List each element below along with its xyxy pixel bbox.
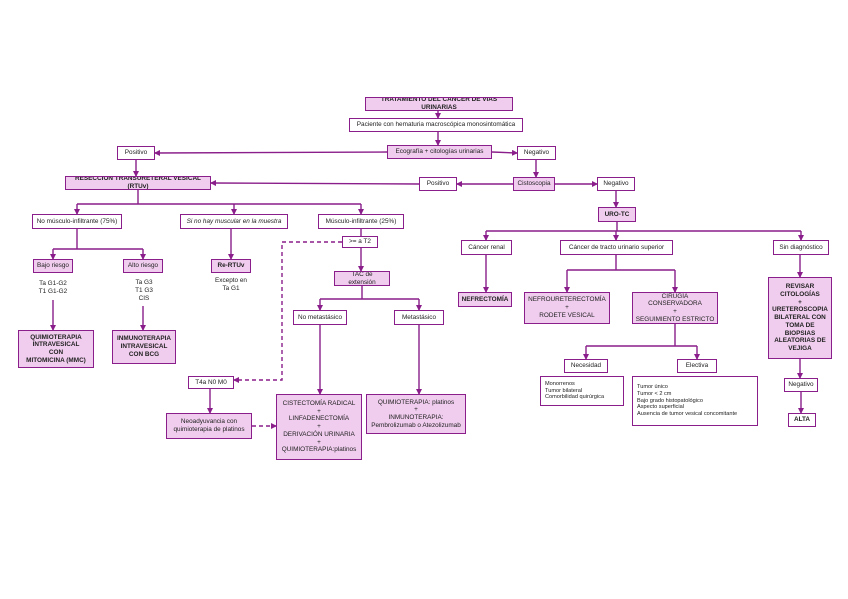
non-metastatic-node: No metastásico [293, 310, 347, 325]
re-rtuv-detail: Excepto en Ta G1 [215, 277, 247, 292]
positive-top-node: Positivo [117, 146, 155, 160]
necessity-detail: Monorrenos Tumor bilateral Comorbilidad … [540, 376, 624, 406]
connector-rtuv-bus [77, 190, 361, 205]
necessity-node: Necesidad [564, 359, 608, 373]
connector-positive-rtuv-h [210, 180, 420, 187]
negative-top-node: Negativo [517, 146, 556, 160]
metastatic-chemo-node: QUIMIOTERAPIA: platinos + INMUNOTERAPIA:… [366, 394, 466, 434]
uro-tc-node: URO-TC [598, 207, 636, 222]
no-diagnosis-node: Sin diagnóstico [773, 240, 829, 255]
ge-t2-node: >= a T2 [342, 236, 378, 248]
connector-tac-bus [320, 286, 419, 300]
nephroureterectomy-node: NEFROURETERECTOMÍA + RODETE VESICAL [524, 292, 610, 324]
elective-detail: Tumor único Tumor < 2 cm Bajo grado hist… [632, 376, 758, 426]
metastatic-node: Metastásico [394, 310, 444, 325]
connector-conservative-bus [586, 324, 697, 347]
renal-cancer-node: Cáncer renal [461, 240, 512, 255]
connector-nmi-bus [53, 229, 143, 250]
intravesical-chemo-node: QUIMIOTERAPIA INTRAVESICAL CON MITOMICIN… [18, 330, 94, 368]
t4a-node: T4a N0 M0 [188, 376, 234, 389]
nephrectomy-node: NEFRECTOMÍA [458, 292, 512, 307]
connector-urotc-bus [486, 222, 801, 232]
cystectomy-node: CISTECTOMÍA RADICAL + LINFADENECTOMÍA + … [276, 394, 362, 460]
connector-echo-positive [154, 149, 388, 156]
re-rtuv-node: Re-RTUv [211, 259, 251, 273]
connector-echo-negative [491, 149, 518, 156]
review-ureteroscopy-node: REVISAR CITOLOGÍAS + URETEROSCOPIA BILAT… [768, 277, 832, 359]
echo-cytology-node: Ecografía + citologías urinarias [387, 145, 492, 159]
non-muscle-invasive-node: No músculo-infiltrante (75%) [32, 214, 122, 229]
muscle-invasive-node: Músculo-infiltrante (25%) [318, 214, 404, 229]
high-risk-detail: Ta G3 T1 G3 CIS [135, 279, 153, 302]
discharge-node: ALTA [788, 413, 816, 427]
elective-node: Electiva [677, 359, 717, 373]
title-node: TRATAMIENTO DEL CÁNCER DE VIAS URINARIAS [365, 97, 513, 111]
connector-t2-t4a-dashed [233, 241, 342, 383]
connector-upper-bus [567, 255, 675, 271]
no-muscle-sample-node: Si no hay muscular en la muestra [180, 214, 288, 229]
negative-cystoscopy-node: Negativo [597, 177, 635, 191]
conservative-surgery-node: CIRUGÍA CONSERVADORA + SEGUIMIENTO ESTRI… [632, 292, 718, 324]
tac-node: TAC de extensión [334, 271, 390, 286]
rtuv-node: RESECCIÓN TRANSURETERAL VESICAL (RTUv) [65, 176, 211, 190]
negative-review-node: Negativo [784, 378, 818, 392]
neoadjuvant-node: Neoadyuvancia con quimioterapia de plati… [166, 413, 252, 439]
low-risk-detail: Ta G1-G2 T1 G1-G2 [38, 280, 68, 295]
patient-node: Paciente con hematuria macroscópica mono… [349, 118, 523, 132]
intravesical-immuno-node: INMUNOTERAPIA INTRAVESICAL CON BCG [112, 330, 176, 364]
high-risk-node: Alto riesgo [123, 259, 163, 273]
cystoscopy-node: Cistoscopia [513, 177, 555, 191]
positive-cystoscopy-node: Positivo [419, 177, 457, 191]
low-risk-node: Bajo riesgo [33, 259, 73, 273]
upper-tract-cancer-node: Cáncer de tracto urinario superior [560, 240, 673, 255]
